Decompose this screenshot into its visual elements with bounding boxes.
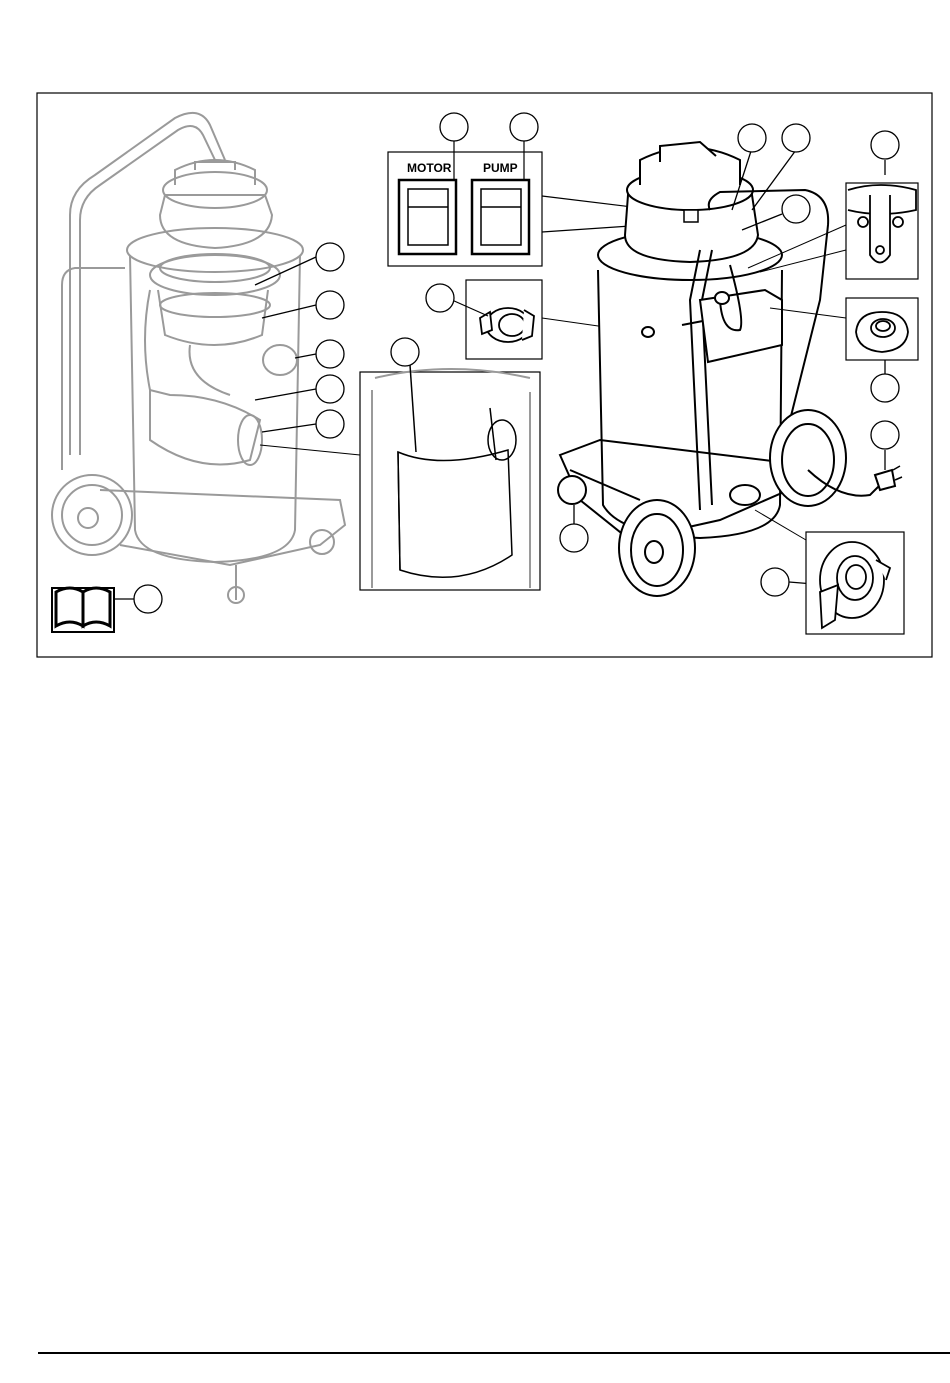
callout-right-clamp	[782, 124, 810, 152]
footer-rule	[38, 1352, 950, 1354]
callout-pump-switch	[510, 113, 538, 141]
outlet-coupling-inset	[770, 298, 918, 360]
callout-right-latch	[871, 131, 899, 159]
callout-right-caster	[560, 524, 588, 552]
callout-inlet-coupling	[426, 284, 454, 312]
callout-inset-liner	[391, 338, 419, 366]
callout-left-bag	[316, 291, 344, 319]
callout-right-plug	[871, 421, 899, 449]
liner-inset	[360, 338, 540, 590]
callout-left-pump	[316, 410, 344, 438]
callout-right-drain	[761, 568, 789, 596]
callout-right-head	[782, 195, 810, 223]
callout-motor-switch	[440, 113, 468, 141]
callout-manual	[134, 585, 162, 613]
leader-pump-to-inset	[260, 445, 360, 455]
callout-left-filter	[316, 243, 344, 271]
motor-switch-label: MOTOR	[407, 161, 452, 175]
manual-book-icon	[52, 585, 162, 632]
left-vacuum-illustration	[52, 113, 345, 603]
pump-switch	[472, 180, 529, 254]
motor-switch	[399, 180, 456, 254]
callout-left-hose-connector	[316, 375, 344, 403]
callout-right-handle	[738, 124, 766, 152]
callout-left-cap	[316, 340, 344, 368]
pump-switch-label: PUMP	[483, 161, 518, 175]
callout-right-outlet-coupling	[871, 374, 899, 402]
